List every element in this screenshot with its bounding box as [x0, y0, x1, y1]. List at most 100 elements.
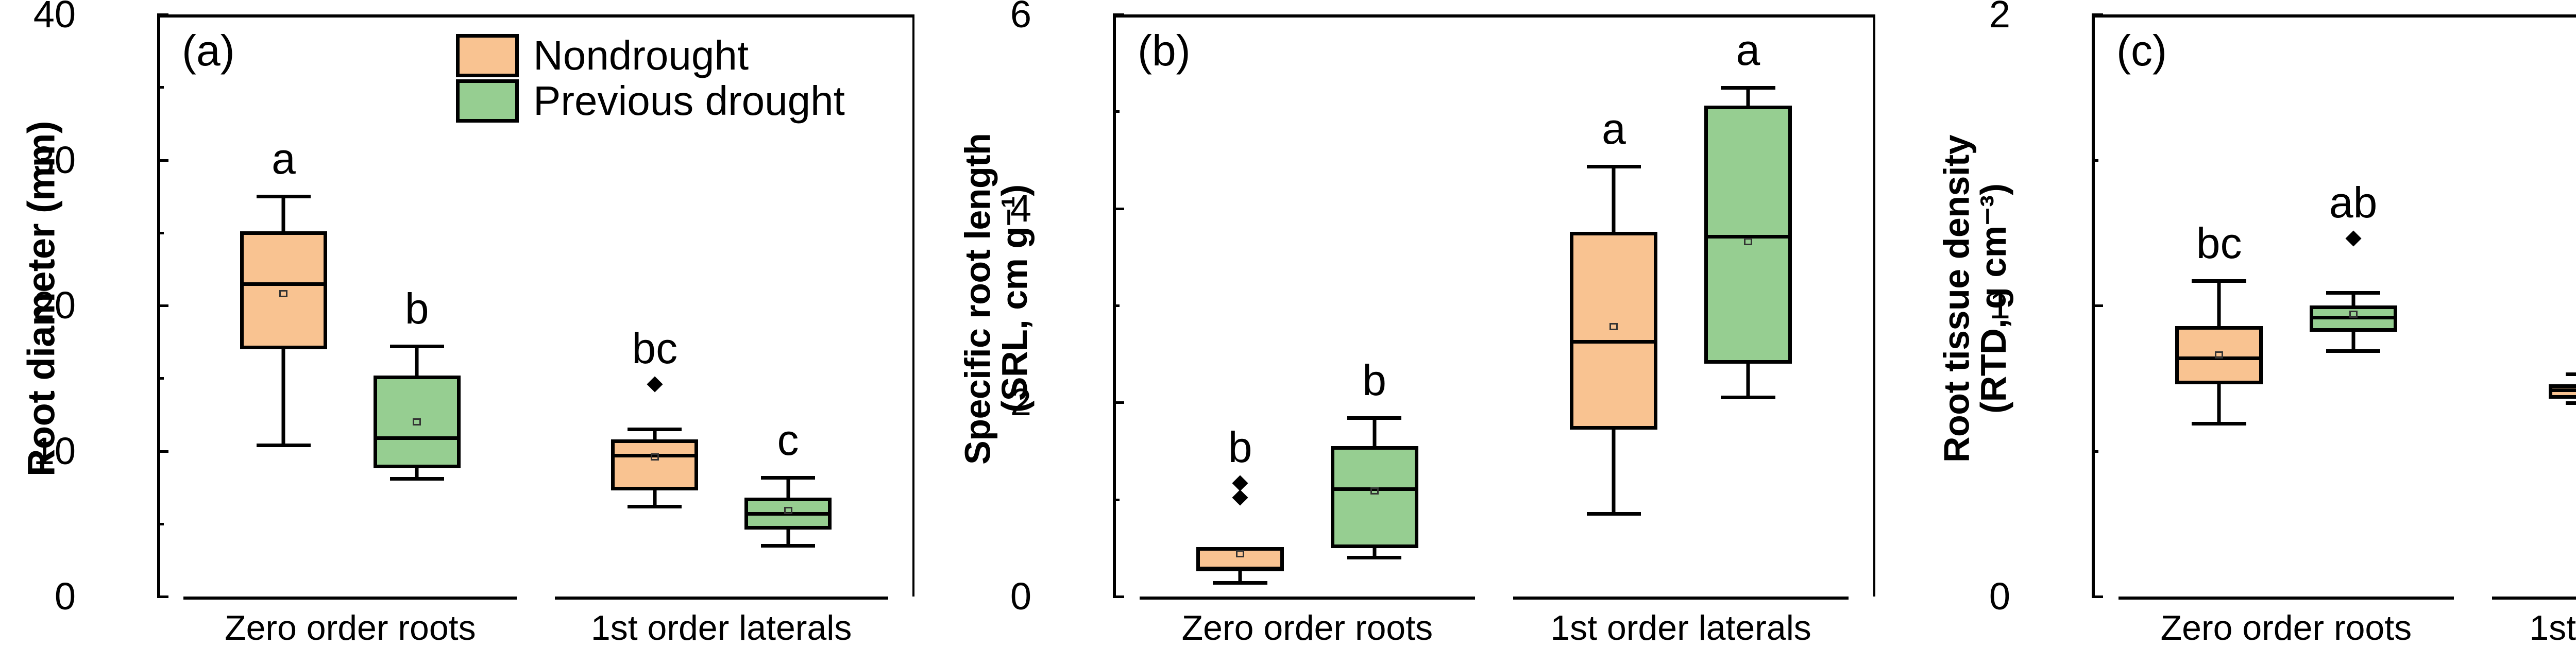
- whisker-cap-upper: [1347, 416, 1402, 420]
- significance-letter: c: [777, 415, 799, 464]
- whisker-cap-lower: [2565, 401, 2576, 405]
- mean-marker: [1370, 487, 1379, 495]
- box: [2175, 326, 2263, 384]
- whisker-cap-lower: [628, 505, 682, 509]
- y-minor-tick: [2092, 450, 2098, 453]
- significance-letter: a: [1736, 26, 1760, 75]
- y-tick-label: 40: [33, 0, 76, 36]
- panel-letter: (c): [2116, 26, 2167, 75]
- mean-marker: [650, 453, 659, 461]
- panel-letter: (a): [182, 26, 235, 75]
- whisker-cap-lower: [257, 444, 311, 448]
- significance-letter: b: [1362, 355, 1386, 404]
- plot-right-border: [912, 14, 914, 597]
- legend-item: Nondrought: [456, 34, 845, 77]
- y-tick-label: 1: [1989, 284, 2010, 327]
- mean-marker: [1743, 237, 1752, 245]
- plot-top-border: [2092, 14, 2576, 18]
- whisker-cap-upper: [628, 428, 682, 432]
- y-major-tick: [157, 159, 168, 162]
- x-tick-label: 1st order laterals: [1550, 608, 1811, 648]
- category-baseline: [1513, 597, 1849, 600]
- significance-letter: bc: [2196, 219, 2242, 268]
- y-tick-label: 2: [1010, 381, 1031, 424]
- y-tick-label: 10: [33, 429, 76, 472]
- whisker-cap-lower: [761, 544, 815, 548]
- y-major-tick: [1113, 13, 1124, 16]
- whisker-cap-upper: [2192, 279, 2246, 283]
- category-baseline: [2492, 597, 2576, 600]
- significance-letter: b: [404, 284, 429, 333]
- median-line: [1704, 235, 1792, 239]
- y-major-tick: [2092, 304, 2103, 307]
- x-tick-label: Zero order roots: [225, 608, 476, 648]
- mean-marker: [784, 507, 792, 515]
- whisker-stem-upper: [1746, 86, 1750, 106]
- median-line: [2549, 388, 2576, 392]
- whisker-stem-lower: [415, 468, 419, 478]
- significance-letter: b: [1228, 422, 1252, 471]
- plot-top-border: [157, 14, 914, 18]
- legend-swatch: [456, 34, 519, 77]
- y-tick-label: 2: [1989, 0, 2010, 36]
- mean-marker: [1236, 550, 1245, 558]
- whisker-cap-upper: [389, 345, 444, 349]
- y-tick-label: 4: [1010, 186, 1031, 230]
- whisker-stem-upper: [2351, 291, 2355, 305]
- mean-marker: [2349, 310, 2358, 318]
- whisker-cap-upper: [1586, 164, 1641, 168]
- median-line: [373, 436, 461, 440]
- whisker-stem-lower: [2351, 331, 2355, 349]
- significance-letter: ab: [2329, 178, 2378, 227]
- whisker-stem-lower: [281, 349, 285, 444]
- box: [1704, 106, 1792, 364]
- legend-label: Nondrought: [533, 32, 749, 78]
- whisker-stem-upper: [2217, 279, 2221, 326]
- whisker-stem-lower: [2217, 384, 2221, 422]
- y-minor-tick: [157, 377, 164, 380]
- legend-label: Previous drought: [533, 78, 845, 124]
- median-line: [1570, 339, 1658, 344]
- significance-letter: bc: [632, 324, 678, 372]
- whisker-stem-lower: [1238, 571, 1242, 581]
- category-baseline: [1139, 597, 1475, 600]
- median-line: [611, 453, 699, 457]
- y-major-tick: [1113, 401, 1124, 404]
- mean-marker: [2215, 351, 2224, 359]
- x-tick-label: Zero order roots: [2160, 608, 2412, 648]
- y-minor-tick: [1113, 110, 1120, 113]
- whisker-stem-upper: [281, 195, 285, 231]
- whisker-stem-upper: [1612, 164, 1616, 232]
- y-major-tick: [157, 304, 168, 307]
- y-tick-label: 20: [33, 284, 76, 327]
- box: [1570, 231, 1658, 430]
- x-tick-label: 1st order laterals: [2529, 608, 2576, 648]
- legend-swatch: [456, 79, 519, 123]
- category-baseline: [183, 597, 517, 600]
- y-minor-tick: [2092, 159, 2098, 162]
- whisker-cap-upper: [257, 195, 311, 199]
- y-tick-label: 6: [1010, 0, 1031, 36]
- mean-marker: [279, 290, 288, 298]
- plot-top-border: [1113, 14, 1875, 18]
- y-minor-tick: [157, 522, 164, 525]
- whisker-stem-lower: [1612, 430, 1616, 513]
- y-minor-tick: [157, 86, 164, 89]
- whisker-stem-lower: [786, 530, 790, 544]
- significance-letter: a: [272, 134, 296, 183]
- mean-marker: [1609, 323, 1618, 331]
- whisker-cap-lower: [2192, 422, 2246, 425]
- median-line: [1330, 487, 1418, 491]
- x-tick-label: Zero order roots: [1181, 608, 1433, 648]
- box: [240, 231, 327, 349]
- y-minor-tick: [1113, 304, 1120, 307]
- whisker-stem-lower: [653, 490, 657, 505]
- box: [1330, 446, 1418, 548]
- y-major-tick: [157, 450, 168, 453]
- whisker-cap-lower: [1586, 512, 1641, 516]
